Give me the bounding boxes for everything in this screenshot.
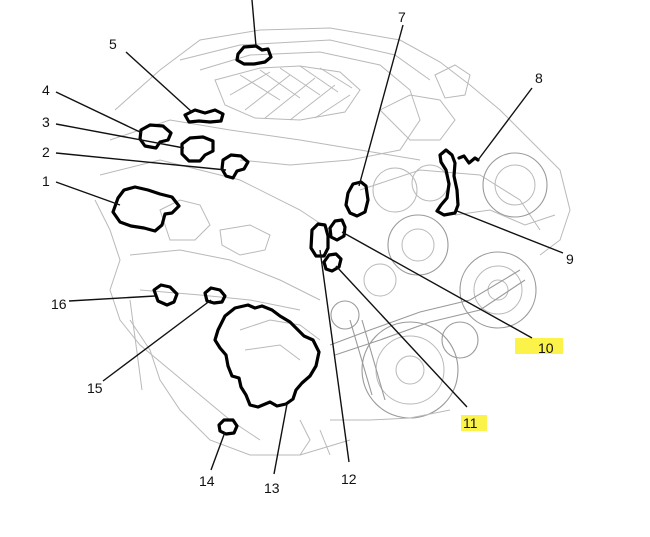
part-1-outline — [111, 185, 181, 233]
leader-9 — [456, 210, 564, 254]
callout-3-label: 3 — [42, 114, 50, 130]
leader-3 — [55, 123, 185, 149]
callout-4-label: 4 — [42, 82, 50, 98]
part-outlines — [111, 44, 480, 436]
leader-1 — [55, 181, 121, 206]
leader-2 — [55, 152, 227, 171]
callout-16-label: 16 — [51, 296, 67, 312]
part-2-outline — [220, 153, 250, 180]
part-3-outline — [180, 135, 215, 163]
leader-15 — [102, 299, 212, 382]
part-16-outline — [152, 283, 179, 307]
callout-5-label: 5 — [109, 36, 117, 52]
leader-14 — [210, 431, 226, 471]
callout-2-label: 2 — [42, 144, 50, 160]
leader-7 — [358, 24, 404, 187]
part-14-outline — [217, 418, 239, 436]
part-7-outline — [344, 180, 370, 218]
part-10-outline — [328, 218, 347, 242]
part-11-outline — [322, 252, 343, 273]
part-5-outline — [183, 108, 225, 124]
callout-14-label: 14 — [199, 473, 215, 489]
part-12-outline-upper — [309, 222, 330, 258]
leader-11 — [335, 265, 468, 408]
part-4-outline — [138, 123, 173, 150]
leader-16 — [68, 295, 156, 302]
callout-10-highlight — [515, 338, 563, 354]
callout-labels: 5 4 3 2 1 7 8 9 10 11 12 13 14 15 16 — [42, 9, 574, 496]
callout-11-highlight — [461, 415, 487, 431]
callout-1-label: 1 — [42, 173, 50, 189]
leader-lines — [55, 0, 564, 475]
callout-15-label: 15 — [87, 380, 103, 396]
leader-4 — [55, 91, 143, 134]
callout-10-label: 10 — [538, 340, 554, 356]
part-8-9-outline — [435, 148, 480, 217]
leader-8 — [477, 87, 533, 161]
leader-10 — [341, 231, 533, 339]
leader-13 — [273, 403, 288, 475]
callout-9-label: 9 — [566, 251, 574, 267]
part-13-outline — [213, 303, 321, 409]
part-6-outline — [235, 44, 273, 66]
callout-11-label: 11 — [463, 415, 478, 431]
leader-6 — [251, 0, 257, 47]
callout-13-label: 13 — [264, 480, 280, 496]
leader-5 — [125, 51, 193, 113]
callout-12-label: 12 — [341, 471, 357, 487]
engine-drawing — [94, 27, 571, 456]
callout-7-label: 7 — [398, 9, 406, 25]
leader-12 — [319, 249, 350, 463]
callout-8-label: 8 — [535, 70, 543, 86]
